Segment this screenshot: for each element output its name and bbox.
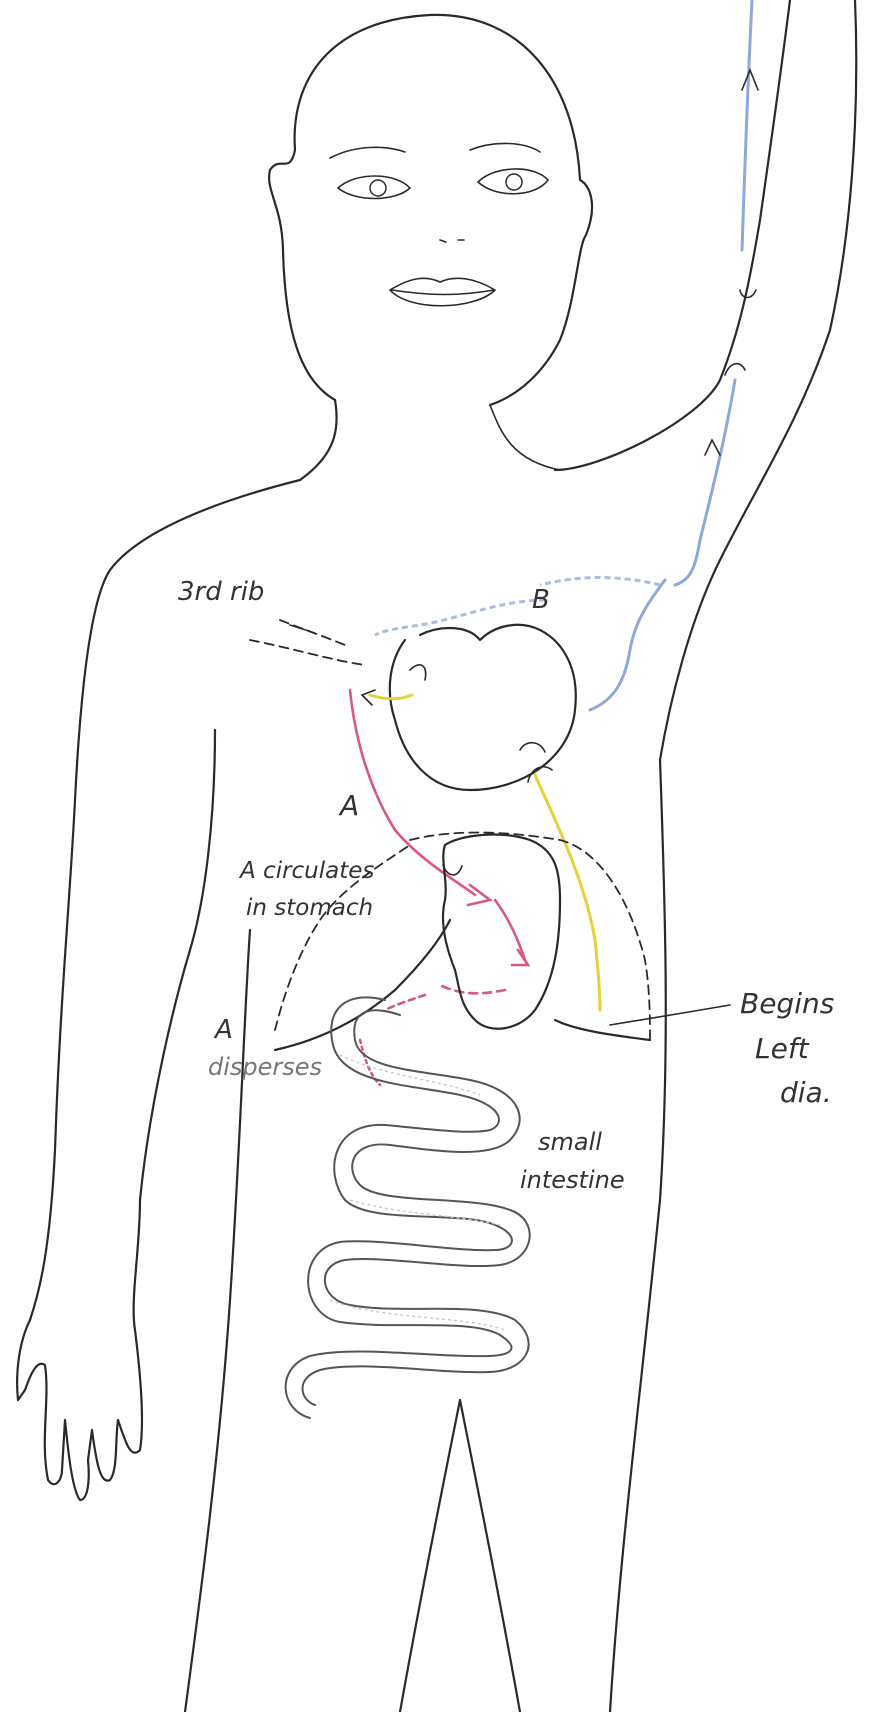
rib-pointer [290, 625, 312, 632]
label-a-circulates: A circulates [238, 858, 374, 884]
label-small: small [538, 1128, 602, 1156]
path-a-arrow-2 [512, 950, 528, 965]
raised-arm-inner [555, 0, 790, 470]
rib-dashed-line [250, 640, 365, 665]
diaphragm-left [275, 920, 450, 1050]
label-dia: dia. [780, 1076, 832, 1109]
left-iris [370, 180, 386, 196]
crotch [400, 1400, 520, 1712]
label-left: Left [755, 1032, 810, 1065]
right-iris [506, 174, 522, 190]
path-b-dashed [540, 578, 660, 586]
label-a-upper: A [338, 789, 359, 822]
small-intestine [286, 997, 530, 1418]
label-3rd-rib: 3rd rib [178, 577, 264, 607]
label-intestine: intestine [520, 1166, 625, 1194]
path-a-arrow-1 [468, 885, 490, 905]
yellow-descending [535, 775, 600, 1010]
heart-inner-arrow [410, 665, 426, 680]
left-eyebrow [330, 147, 405, 158]
right-eyebrow [470, 143, 540, 152]
right-armpit [660, 560, 720, 760]
neck-right [490, 405, 560, 470]
label-b: B [532, 585, 550, 615]
diaphragm-dashed [410, 833, 650, 1041]
left-hand [17, 1200, 142, 1500]
raised-arm-outer [720, 0, 856, 560]
inner-arm-left [140, 730, 215, 1200]
neck-left [300, 400, 337, 480]
label-a-lower: A [213, 1015, 233, 1045]
path-a-stomach [495, 900, 525, 960]
heart [390, 625, 576, 790]
label-begins: Begins [740, 987, 834, 1020]
arrow-up-3 [725, 364, 745, 375]
path-b-loop [590, 580, 665, 710]
label-in-stomach: in stomach [246, 895, 373, 921]
head-outline [269, 15, 592, 405]
arrow-up-4 [705, 440, 720, 455]
right-torso [610, 760, 666, 1712]
nose [440, 240, 464, 242]
left-torso [185, 930, 250, 1712]
path-b-arm [742, 0, 752, 250]
diaphragm-right [555, 1020, 650, 1040]
heart-lower-arrow [520, 743, 545, 752]
stomach [443, 835, 560, 1029]
begins-pointer [610, 1005, 730, 1025]
mouth [390, 278, 495, 305]
path-a-dashes-1 [440, 985, 505, 993]
arrow-up-2 [740, 290, 756, 298]
label-disperses: disperses [208, 1053, 322, 1081]
path-b-shoulder [675, 380, 735, 585]
path-a-dashes-2 [385, 995, 425, 1010]
